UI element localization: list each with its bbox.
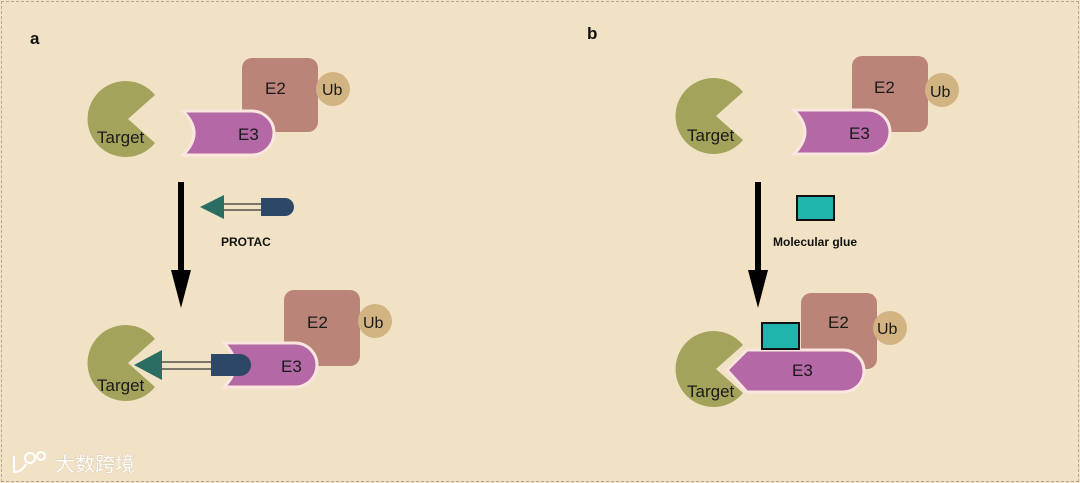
- panel-a-arrow: [171, 182, 191, 308]
- arrow-head: [171, 270, 191, 308]
- protac-label: PROTAC: [221, 235, 271, 249]
- watermark-logo-icon: [13, 451, 46, 474]
- target-protein: [675, 77, 743, 154]
- panel-b-arrow: [748, 182, 768, 308]
- panel-a-bottom-complex: E2 Ub E3 Target: [87, 290, 392, 401]
- e2-label: E2: [265, 79, 286, 98]
- protac-warhead: [134, 350, 162, 380]
- ubiquitin: [925, 73, 959, 107]
- e3-label: E3: [281, 357, 302, 376]
- panel-b: b Target E2 Ub E3 Molecular glue: [587, 24, 959, 407]
- ubiquitin: [316, 72, 350, 106]
- arrow-shaft: [178, 182, 184, 274]
- protac-anchor: [261, 198, 294, 216]
- ubiquitin: [873, 311, 907, 345]
- molecular-glue: Molecular glue: [773, 195, 857, 249]
- protac-anchor: [211, 354, 251, 376]
- target-label: Target: [687, 382, 735, 401]
- protac-molecule: PROTAC: [200, 195, 294, 249]
- panel-b-bottom-complex: Target E2 Ub E3: [675, 293, 907, 407]
- e2-label: E2: [307, 313, 328, 332]
- e3-label: E3: [849, 124, 870, 143]
- target-label: Target: [97, 376, 145, 395]
- panel-b-label: b: [587, 24, 597, 43]
- target-protein: [87, 324, 155, 401]
- target-protein: [675, 331, 743, 407]
- e3-label: E3: [238, 125, 259, 144]
- arrow-shaft: [755, 182, 761, 274]
- panel-a-label: a: [30, 29, 40, 48]
- watermark: 大数跨境: [13, 451, 135, 476]
- ub-label: Ub: [363, 315, 384, 332]
- protac-warhead: [200, 195, 224, 219]
- panel-a-top-complex: Target E2 Ub E3: [87, 58, 350, 157]
- glue-molecule: [796, 195, 835, 221]
- glue-molecule: [761, 322, 800, 350]
- molecular-glue-label: Molecular glue: [773, 235, 857, 249]
- ub-label: Ub: [930, 84, 951, 101]
- panel-b-top-complex: Target E2 Ub E3: [675, 56, 959, 156]
- e3-ligase: [724, 348, 866, 394]
- ub-label: Ub: [877, 321, 898, 338]
- arrow-head: [748, 270, 768, 308]
- ub-label: Ub: [322, 82, 343, 99]
- target-label: Target: [97, 128, 145, 147]
- ubiquitin: [358, 304, 392, 338]
- e3-ligase: [179, 109, 276, 157]
- target-label: Target: [687, 126, 735, 145]
- target-protein: [87, 81, 155, 157]
- e2-label: E2: [828, 313, 849, 332]
- panel-a: a Target E2 Ub E3: [30, 29, 392, 401]
- e3-label: E3: [792, 361, 813, 380]
- e3-ligase: [790, 108, 892, 156]
- watermark-text: 大数跨境: [55, 452, 135, 476]
- e2-label: E2: [874, 78, 895, 97]
